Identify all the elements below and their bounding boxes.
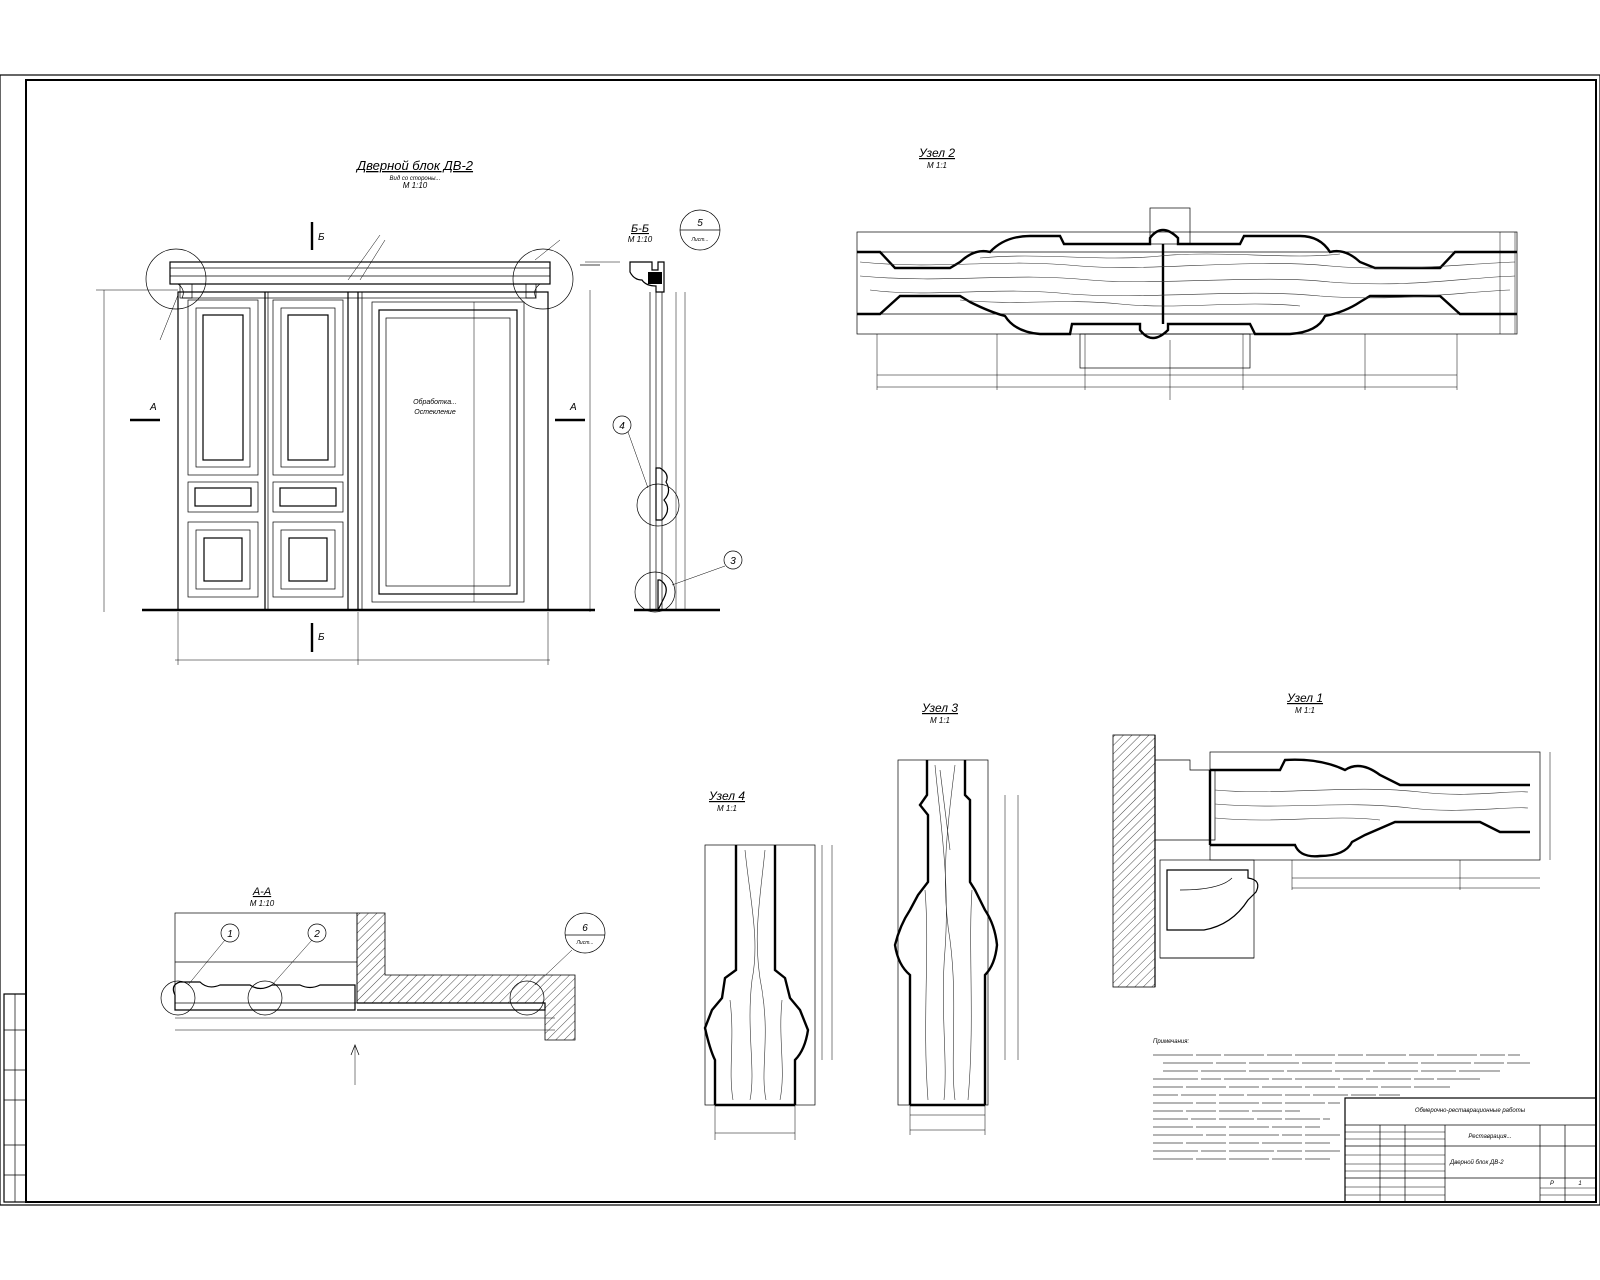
section-aa-scale: М 1:10 bbox=[250, 899, 275, 908]
section-aa-bubble-ref: Лист... bbox=[576, 940, 594, 946]
callout-2 bbox=[307, 923, 327, 943]
title-org: Обмерочно-реставрационные работы bbox=[1415, 1108, 1526, 1114]
title-sheet-no: 1 bbox=[1578, 1181, 1581, 1187]
section-bb-bubble-ref: Лист... bbox=[691, 237, 709, 243]
cut-a-left: А bbox=[149, 402, 157, 413]
section-aa-bubble bbox=[564, 912, 606, 954]
node1-title: Узел 1 bbox=[1286, 691, 1323, 705]
callout-3 bbox=[723, 550, 743, 570]
callout-4-label: 4 bbox=[619, 421, 625, 432]
node2-scale: М 1:1 bbox=[927, 161, 947, 170]
callout-4 bbox=[612, 415, 632, 435]
node-4-detail: Узел 4 М 1:1 bbox=[703, 789, 833, 1140]
node-3-detail: Узел 3 М 1:1 bbox=[893, 701, 1019, 1135]
node3-title: Узел 3 bbox=[921, 701, 958, 715]
cut-a-right: А bbox=[569, 402, 577, 413]
node2-title: Узел 2 bbox=[918, 146, 955, 160]
title-sheet-title: Дверной блок ДВ-2 bbox=[1449, 1159, 1504, 1166]
title-stage: Р bbox=[1550, 1181, 1554, 1187]
node1-scale: М 1:1 bbox=[1295, 706, 1315, 715]
title-block: Обмерочно-реставрационные работы Реставр… bbox=[1344, 1097, 1597, 1203]
cut-b-bottom: Б bbox=[318, 632, 325, 643]
callout-1 bbox=[220, 923, 240, 943]
door-block-elevation: Дверной блок ДВ-2 Вид со стороны... М 1:… bbox=[96, 158, 595, 665]
detail-circle-right bbox=[512, 248, 574, 310]
node-1-detail: Узел 1 М 1:1 bbox=[1112, 691, 1551, 988]
panel-note-2: Остекление bbox=[414, 409, 456, 416]
node4-scale: М 1:1 bbox=[717, 804, 737, 813]
callout-2-label: 2 bbox=[313, 929, 320, 940]
callout-1-label: 1 bbox=[227, 929, 233, 940]
section-bb-title: Б-Б bbox=[631, 223, 649, 235]
detail-circle-left bbox=[145, 248, 207, 310]
section-aa: А-А М 1:10 1 2 6 Лист... bbox=[160, 886, 606, 1085]
notes-heading: Примечания: bbox=[1153, 1039, 1189, 1045]
cut-b-top: Б bbox=[318, 232, 325, 243]
section-aa-title: А-А bbox=[252, 886, 271, 898]
door-block-subtitle: Вид со стороны... bbox=[390, 176, 441, 182]
panel-note: Обработка... bbox=[413, 398, 457, 406]
door-block-scale: М 1:10 bbox=[403, 181, 428, 190]
section-bb: Б-Б М 1:10 5 Лист... 4 3 bbox=[580, 209, 743, 613]
sheet-frame bbox=[0, 74, 1600, 1206]
node4-title: Узел 4 bbox=[708, 789, 745, 803]
section-bb-bubble-label: 5 bbox=[697, 218, 703, 229]
node-2-detail: Узел 2 М 1:1 bbox=[856, 146, 1518, 400]
notes-block: Примечания: bbox=[1153, 1039, 1530, 1160]
section-bb-scale: М 1:10 bbox=[628, 235, 653, 244]
section-aa-bubble-label: 6 bbox=[582, 923, 588, 934]
title-project: Реставрация... bbox=[1468, 1134, 1511, 1140]
door-block-title: Дверной блок ДВ-2 bbox=[355, 158, 474, 173]
callout-3-label: 3 bbox=[730, 556, 736, 567]
node3-scale: М 1:1 bbox=[930, 716, 950, 725]
